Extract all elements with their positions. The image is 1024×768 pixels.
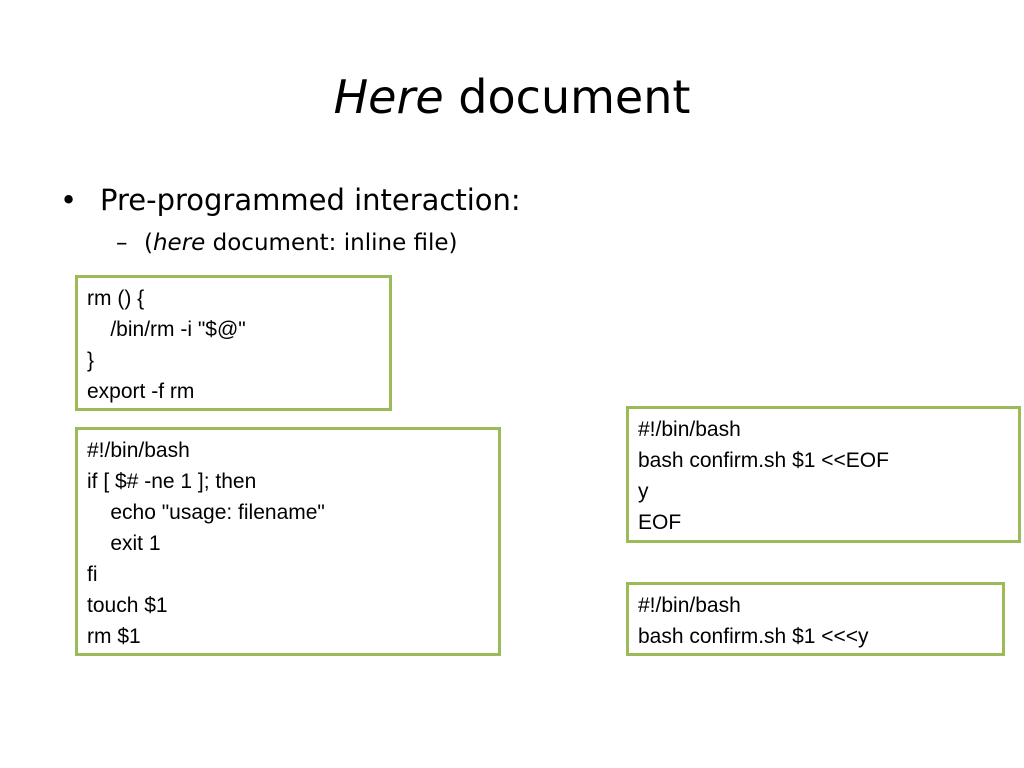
code-line: echo "usage: filename" xyxy=(87,501,325,524)
bullet-item: • Pre-programmed interaction: xyxy=(60,180,521,220)
subbullet-italic-word: here xyxy=(152,230,206,256)
subbullet-marker: – xyxy=(116,230,128,256)
code-line: if [ $# -ne 1 ]; then xyxy=(87,470,257,493)
subbullet-open-paren: ( xyxy=(144,230,153,256)
bullet-marker: • xyxy=(60,183,78,217)
subbullet-item: –(here document: inline file) xyxy=(116,226,458,260)
bullet-text: Pre-programmed interaction: xyxy=(100,183,521,217)
code-line: /bin/rm -i "$@" xyxy=(87,318,246,341)
code-line: touch $1 xyxy=(87,594,168,617)
slide-title: Here document xyxy=(0,62,1024,132)
code-line: y xyxy=(638,480,649,503)
code-line: rm () { xyxy=(87,287,145,310)
code-line: #!/bin/bash xyxy=(638,594,741,617)
code-box-rm-function: rm () { /bin/rm -i "$@" } export -f rm xyxy=(75,275,392,411)
code-line: #!/bin/bash xyxy=(87,439,190,462)
code-line: export -f rm xyxy=(87,380,195,403)
code-line: bash confirm.sh $1 <<<y xyxy=(638,625,869,648)
code-line: exit 1 xyxy=(87,532,161,555)
code-line: fi xyxy=(87,563,98,586)
code-line: bash confirm.sh $1 <<EOF xyxy=(638,449,889,472)
title-italic-word: Here xyxy=(333,70,444,124)
subbullet-text: document: inline file) xyxy=(205,230,458,256)
title-rest: document xyxy=(443,70,691,124)
code-line: #!/bin/bash xyxy=(638,418,741,441)
code-box-confirm-script: #!/bin/bash if [ $# -ne 1 ]; then echo "… xyxy=(75,427,501,656)
code-line: } xyxy=(87,349,95,372)
code-box-here-string: #!/bin/bash bash confirm.sh $1 <<<y xyxy=(626,582,1005,656)
code-box-here-document: #!/bin/bash bash confirm.sh $1 <<EOF y E… xyxy=(626,406,1021,543)
code-line: EOF xyxy=(638,511,682,534)
code-line: rm $1 xyxy=(87,625,141,648)
